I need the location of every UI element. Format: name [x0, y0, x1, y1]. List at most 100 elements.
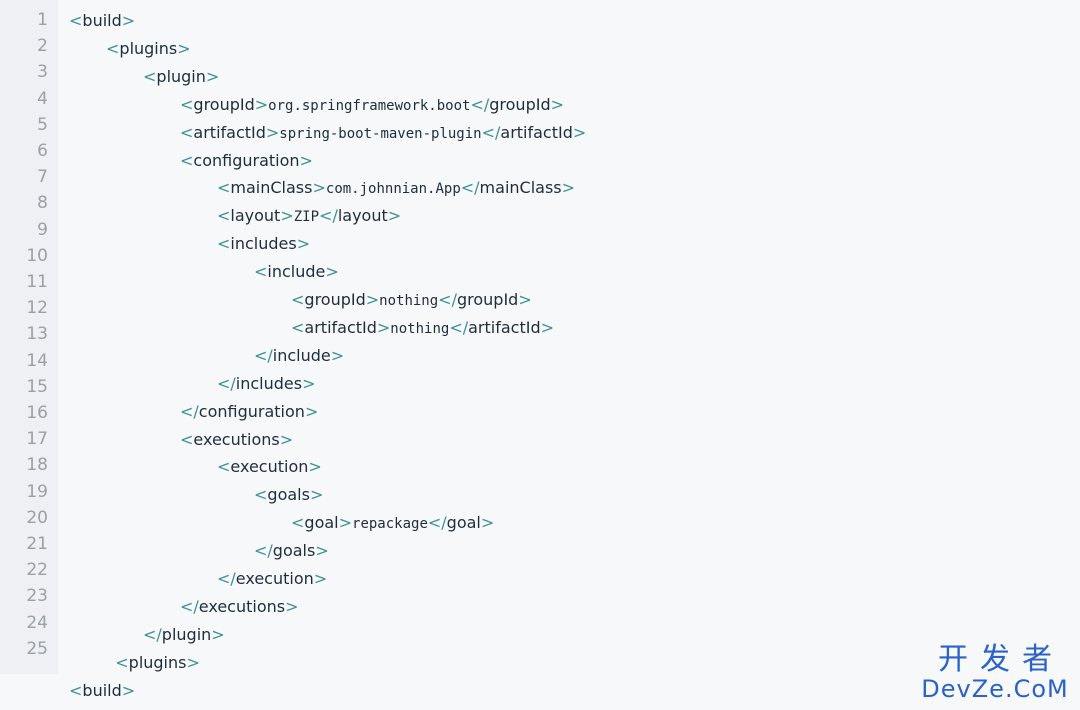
- line-number: 7: [37, 167, 48, 188]
- tag-bracket: </: [438, 290, 457, 309]
- tag-bracket: </: [217, 569, 236, 588]
- tag-name: include: [267, 262, 326, 282]
- line-number: 8: [37, 193, 48, 214]
- watermark-chinese-text: 开发者: [938, 642, 1064, 677]
- tag-name: build: [82, 680, 122, 700]
- tag-name: goals: [272, 541, 316, 561]
- tag-name: artifactId: [500, 122, 573, 142]
- code-line: <artifactId>nothing</artifactId>: [291, 316, 554, 340]
- tag-bracket: </: [217, 373, 236, 393]
- line-number: 2: [37, 36, 48, 57]
- tag-bracket: >: [302, 373, 316, 393]
- tag-bracket: >: [304, 401, 319, 421]
- code-line: <plugin>: [143, 65, 219, 89]
- tag-bracket: </: [254, 541, 273, 561]
- code-line: <execution>: [217, 455, 322, 479]
- tag-bracket: >: [550, 94, 564, 114]
- tag-bracket: <: [254, 262, 268, 282]
- tag-value: spring-boot-maven-plugin: [279, 125, 482, 142]
- line-number: 6: [37, 141, 48, 161]
- tag-bracket: >: [280, 206, 294, 226]
- code-line: </executions>: [180, 595, 299, 619]
- code-line: <goals>: [254, 483, 323, 507]
- tag-name: plugins: [128, 652, 187, 672]
- tag-bracket: </: [180, 401, 199, 421]
- line-number: 10: [26, 245, 48, 266]
- tag-name: artifactId: [304, 317, 377, 337]
- tag-name: plugins: [119, 38, 178, 58]
- tag-bracket: >: [480, 513, 495, 533]
- tag-bracket: <: [217, 206, 231, 226]
- line-number: 14: [26, 350, 48, 371]
- tag-value: nothing: [379, 293, 439, 309]
- tag-bracket: >: [205, 66, 220, 86]
- line-number: 20: [26, 507, 48, 528]
- tag-value: repackage: [352, 516, 428, 533]
- tag-bracket: >: [387, 206, 402, 226]
- tag-name: groupId: [304, 290, 366, 309]
- code-line: <build>: [69, 9, 135, 33]
- tag-bracket: <: [106, 38, 120, 58]
- line-number: 4: [37, 88, 48, 109]
- tag-name: artifactId: [193, 122, 266, 142]
- code-line: <configuration>: [180, 149, 313, 173]
- tag-name: executions: [193, 429, 280, 449]
- line-number: 16: [26, 403, 48, 423]
- line-number: 5: [37, 114, 48, 135]
- tag-bracket: >: [299, 150, 313, 170]
- tag-value: nothing: [390, 320, 450, 337]
- tag-name: goal: [304, 513, 339, 533]
- tag-bracket: >: [315, 541, 329, 561]
- tag-name: build: [82, 11, 122, 30]
- devze-watermark: 开发者 DevZe.CoM: [920, 644, 1070, 704]
- tag-bracket: <: [69, 680, 83, 700]
- code-line: </configuration>: [180, 400, 318, 424]
- tag-bracket: >: [296, 234, 311, 254]
- tag-name: execution: [235, 569, 314, 588]
- line-number: 18: [26, 455, 48, 476]
- tag-bracket: >: [121, 11, 136, 30]
- code-line: <plugins>: [115, 651, 200, 675]
- tag-bracket: <: [69, 11, 83, 30]
- tag-bracket: <: [217, 234, 231, 254]
- tag-name: executions: [198, 596, 286, 616]
- tag-name: includes: [230, 234, 297, 254]
- line-number: 15: [26, 376, 48, 397]
- tag-bracket: >: [186, 652, 200, 672]
- watermark-site-text: DevZe.CoM: [921, 675, 1069, 703]
- tag-name: mainClass: [479, 178, 562, 198]
- tag-name: artifactId: [468, 317, 541, 337]
- tag-bracket: >: [308, 457, 322, 477]
- tag-bracket: >: [312, 178, 326, 198]
- tag-bracket: >: [121, 680, 136, 700]
- tag-bracket: <: [217, 178, 231, 198]
- tag-bracket: >: [330, 345, 345, 365]
- tag-name: groupId: [489, 94, 551, 114]
- tag-bracket: <: [291, 317, 305, 337]
- tag-name: layout: [230, 206, 281, 226]
- code-line: </execution>: [217, 567, 327, 591]
- tag-bracket: </: [180, 596, 199, 616]
- code-line: <build>: [69, 679, 135, 703]
- tag-bracket: </: [470, 94, 490, 114]
- tag-value: org.springframework.boot: [268, 97, 471, 114]
- tag-bracket: >: [177, 38, 191, 58]
- code-line: <include>: [254, 260, 339, 284]
- tag-bracket: >: [265, 122, 280, 142]
- line-number: 13: [26, 324, 48, 345]
- tag-name: groupId: [193, 94, 255, 114]
- tag-value: com.johnnian.App: [325, 181, 461, 198]
- line-number: 3: [37, 62, 48, 83]
- tag-bracket: <: [291, 290, 305, 309]
- tag-name: plugin: [161, 624, 212, 644]
- tag-bracket: >: [309, 485, 324, 505]
- line-number: 24: [26, 612, 48, 633]
- tag-name: layout: [337, 206, 388, 226]
- tag-name: execution: [230, 457, 309, 477]
- tag-bracket: <: [180, 94, 194, 114]
- tag-name: goals: [267, 485, 310, 505]
- tag-bracket: <: [143, 66, 157, 86]
- tag-name: configuration: [198, 401, 305, 421]
- line-number: 23: [26, 586, 48, 607]
- tag-bracket: <: [115, 652, 129, 672]
